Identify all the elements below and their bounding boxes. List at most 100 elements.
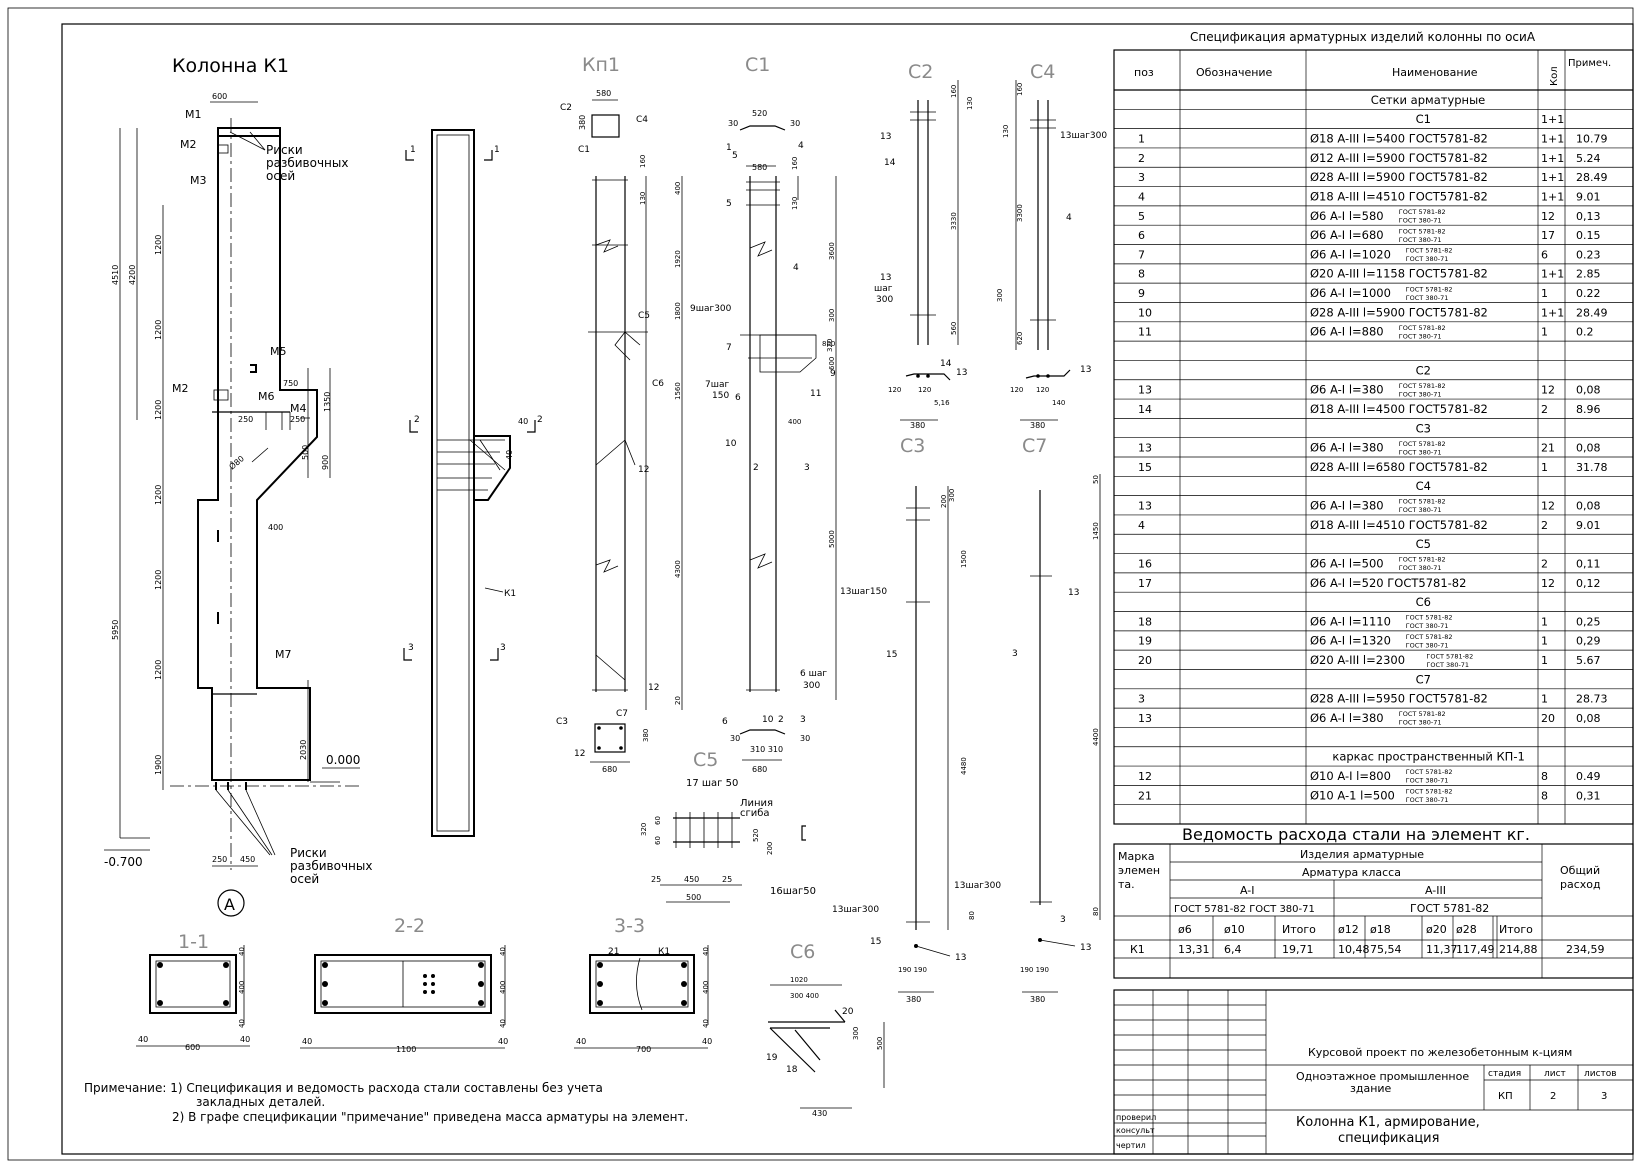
svg-text:С7: С7 [616,709,628,719]
svg-text:160: 160 [1016,83,1024,96]
svg-text:2: 2 [537,415,543,425]
steel-col-header: ø18 [1370,923,1391,936]
spec-name: Ø6 A-I l=1020 [1310,247,1391,261]
spec-header-pos: поз [1134,66,1154,79]
spec-pos: 3 [1138,693,1145,706]
spec-name: Ø6 A-I l=680 [1310,228,1384,242]
spec-name: Ø6 A-I l=1320 [1310,634,1391,648]
spec-name: Ø6 A-I l=1110 [1310,614,1391,628]
svg-text:консульт: консульт [1116,1126,1155,1135]
svg-text:9: 9 [830,369,836,379]
svg-text:580: 580 [752,163,767,172]
spec-note: 2.85 [1576,268,1601,281]
svg-text:25: 25 [722,875,732,884]
svg-text:листов: листов [1584,1069,1617,1079]
spec-gost-top: ГОСТ 5781-82 [1399,324,1446,332]
c4-mesh: С4 13шаг300 4 160 130 3300 300 620 13 12… [996,61,1107,430]
spec-name: С6 [1416,595,1431,609]
c5-mesh: С5 17 шаг 50 Линия сгиба 16шаг50 320 60 … [640,749,816,903]
svg-text:сгиба: сгиба [740,808,770,819]
svg-text:13: 13 [955,953,966,963]
svg-text:520: 520 [752,109,767,118]
svg-text:лист: лист [1544,1069,1566,1079]
steel-value: 10,48 [1338,943,1370,956]
spec-note: 28.49 [1576,171,1608,184]
svg-text:A-III: A-III [1425,884,1446,897]
svg-text:1800: 1800 [674,302,682,320]
svg-text:60: 60 [654,836,662,845]
svg-text:4: 4 [1066,213,1072,223]
svg-text:разбивочных: разбивочных [290,859,372,873]
svg-text:380: 380 [906,995,921,1004]
svg-text:400: 400 [788,418,801,426]
svg-text:120: 120 [1010,386,1023,394]
spec-gost-top: ГОСТ 5781-82 [1399,710,1446,718]
spec-note: 9.01 [1576,190,1601,203]
spec-gost-bottom: ГОСТ 380-71 [1399,506,1442,514]
spec-name: Ø6 A-I l=580 [1310,209,1384,223]
axis-bubble [217,889,245,917]
svg-text:30: 30 [728,119,738,128]
spec-pos: 10 [1138,306,1152,319]
svg-text:40: 40 [498,1037,508,1046]
note-line-1: Примечание: 1) Спецификация и ведомость … [84,1081,603,1095]
steel-col-header: Итого [1282,923,1316,936]
svg-text:К1: К1 [504,589,516,599]
spec-title: Спецификация арматурных изделий колонны … [1190,30,1536,44]
svg-text:1200: 1200 [154,485,163,505]
spec-name: Ø6 A-I l=520 ГОСТ5781-82 [1310,576,1466,590]
c3-mesh: С3 13шаг150 15 13шаг300 15 13 200 300 15… [832,435,976,1004]
spec-name: Ø18 A-III l=4500 ГОСТ5781-82 [1310,402,1488,416]
svg-text:300: 300 [876,295,893,305]
spec-note: 0,08 [1576,384,1601,397]
spec-name: С3 [1416,421,1431,435]
spec-pos: 7 [1138,248,1145,261]
svg-text:620: 620 [1016,332,1024,345]
svg-text:2030: 2030 [299,740,308,760]
spec-gost-bottom: ГОСТ 380-71 [1399,332,1442,340]
spec-qty: 12 [1541,500,1555,513]
svg-text:50: 50 [1092,475,1100,484]
svg-text:25: 25 [651,875,661,884]
spec-gost-top: ГОСТ 5781-82 [1399,382,1446,390]
svg-text:1350: 1350 [323,392,332,412]
svg-text:Марка: Марка [1118,850,1155,863]
svg-text:400: 400 [499,981,507,994]
svg-text:элемен: элемен [1118,864,1160,877]
stamp-building-2: здание [1350,1082,1392,1095]
kp1-cage: Кп1 580 380 С2 С4 С1 С5 С6 12 12 160 130… [556,54,683,774]
spec-name: Ø6 A-I l=1000 [1310,286,1391,300]
svg-text:3: 3 [1601,1091,1607,1102]
spec-note: 28.73 [1576,693,1608,706]
spec-pos: 3 [1138,171,1145,184]
svg-text:2: 2 [1550,1091,1556,1102]
spec-gost-bottom: ГОСТ 380-71 [1399,719,1442,727]
svg-text:3: 3 [408,643,414,653]
svg-text:3300: 3300 [1016,204,1024,222]
svg-text:12: 12 [638,465,649,475]
steel-value: 117,49 [1456,943,1495,956]
spec-gost-top: ГОСТ 5781-82 [1406,614,1453,622]
spec-note: 0.15 [1576,229,1601,242]
spec-gost-top: ГОСТ 5781-82 [1406,787,1453,795]
steel-col-header: Итого [1499,923,1533,936]
svg-text:130: 130 [791,197,799,210]
svg-text:500: 500 [876,1037,884,1050]
svg-text:190 190: 190 190 [1020,966,1049,974]
spec-pos: 17 [1138,577,1152,590]
svg-text:10: 10 [725,439,737,449]
spec-note: 28.49 [1576,306,1608,319]
svg-text:120: 120 [888,386,901,394]
spec-pos: 8 [1138,268,1145,281]
steel-row-mark: К1 [1130,943,1145,956]
svg-text:Ø80: Ø80 [227,453,246,471]
spec-pos: 5 [1138,210,1145,223]
spec-note: 0,11 [1576,557,1601,570]
svg-text:11: 11 [810,389,821,399]
svg-text:380: 380 [642,729,650,742]
section-1-1: 1-1 40 400 40 40 600 40 [136,931,250,1052]
c1-mesh: С1 520 30 30 1 5 4 580 5 4 9шаг300 7 7ша… [690,54,837,774]
spec-qty: 12 [1541,384,1555,397]
note-line-3: 2) В графе спецификации "примечание" при… [172,1110,688,1124]
svg-text:520: 520 [752,829,760,842]
